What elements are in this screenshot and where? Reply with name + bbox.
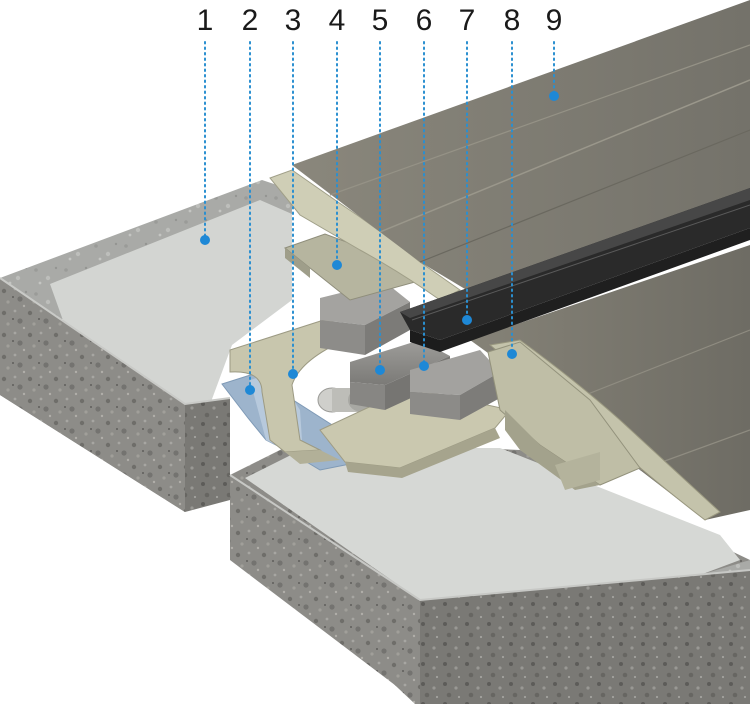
callout-number-8: 8 bbox=[504, 4, 521, 37]
black-rubber-profile bbox=[400, 188, 750, 352]
callout-number-3: 3 bbox=[285, 4, 302, 37]
callout-leaders bbox=[204, 41, 555, 391]
callout-dot-2 bbox=[245, 385, 255, 395]
callout-number-5: 5 bbox=[372, 4, 389, 37]
callout-dot-5 bbox=[375, 365, 385, 375]
callout-dot-8 bbox=[507, 349, 517, 359]
left-concrete-slab bbox=[0, 180, 292, 512]
callout-number-7: 7 bbox=[459, 4, 476, 37]
callout-number-6: 6 bbox=[416, 4, 433, 37]
callout-number-2: 2 bbox=[242, 4, 259, 37]
right-flange bbox=[487, 341, 641, 490]
callout-dot-3 bbox=[288, 369, 298, 379]
right-concrete-slab bbox=[229, 440, 750, 704]
callout-dots bbox=[200, 91, 559, 395]
callout-number-9: 9 bbox=[546, 4, 563, 37]
left-cover-membrane bbox=[269, 169, 461, 301]
callout-dot-9 bbox=[549, 91, 559, 101]
callout-dot-1 bbox=[200, 235, 210, 245]
callout-number-1: 1 bbox=[197, 4, 214, 37]
callout-dot-7 bbox=[462, 315, 472, 325]
callout-numbers: 1 2 3 4 5 6 7 8 9 bbox=[197, 4, 563, 37]
callout-dot-6 bbox=[419, 361, 429, 371]
callout-dot-4 bbox=[332, 260, 342, 270]
callout-number-4: 4 bbox=[329, 4, 346, 37]
